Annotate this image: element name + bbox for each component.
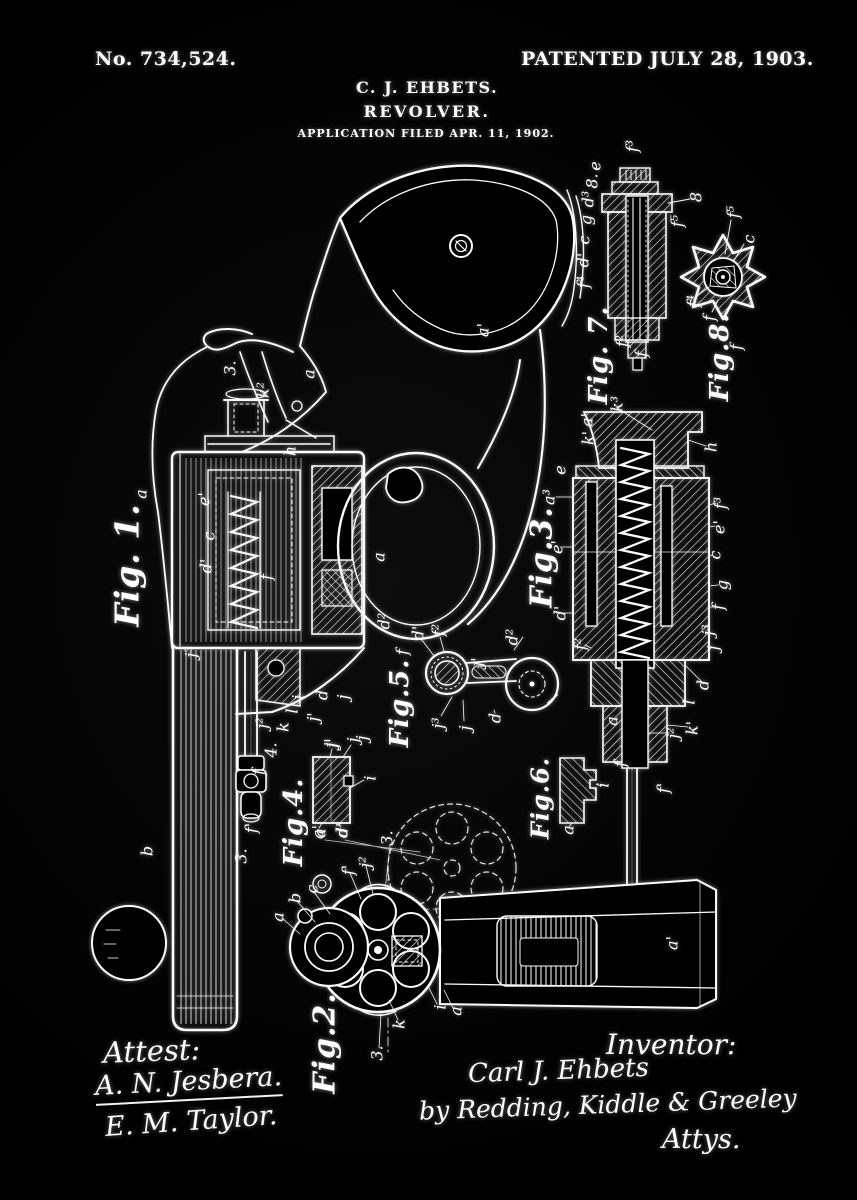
inventor-name-heading: C. J. EHBETS. — [355, 78, 499, 97]
patent-title: REVOLVER. — [363, 102, 491, 121]
fig4-drawing — [312, 744, 365, 829]
fig5-drawing — [421, 636, 560, 722]
inventor-heading: Inventor: — [606, 1028, 737, 1061]
patent-date: PATENTED JULY 28, 1903. — [521, 48, 814, 70]
inventor-signature: Carl J. Ehbets — [467, 1052, 650, 1090]
attest-heading: Attest: — [102, 1032, 201, 1070]
fig8-drawing — [679, 219, 767, 321]
fig7-drawing — [601, 167, 691, 371]
application-line: APPLICATION FILED APR. 11, 1902. — [297, 127, 555, 140]
fig3-drawing — [555, 407, 719, 975]
fig6-drawing — [559, 757, 602, 828]
patent-number: No. 734,524. — [95, 48, 237, 70]
fig1-drawing — [91, 164, 585, 1032]
attorneys-suffix: Attys. — [662, 1124, 741, 1155]
fig2-drawing — [281, 803, 717, 1057]
